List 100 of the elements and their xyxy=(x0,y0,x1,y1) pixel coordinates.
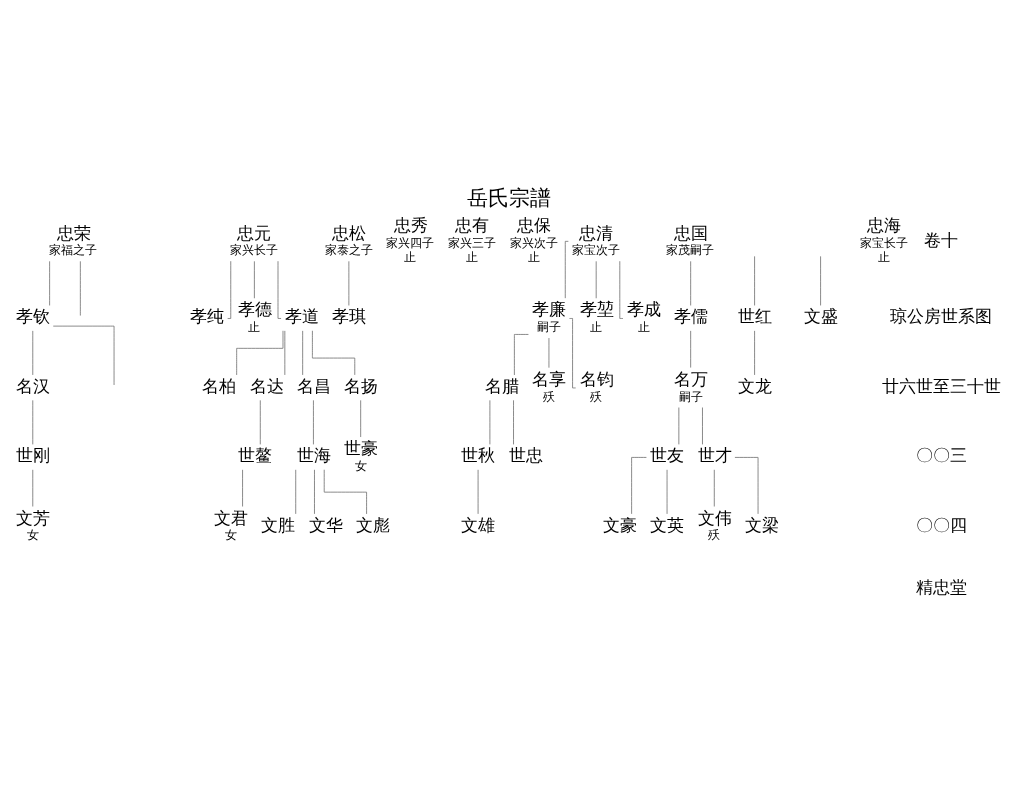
connector xyxy=(568,317,576,388)
connector xyxy=(226,260,231,319)
node-text: 世才 xyxy=(697,445,732,465)
node-label: 止 xyxy=(637,319,650,334)
connector xyxy=(323,468,367,514)
node-text: 忠清 xyxy=(578,223,613,243)
node-label: 女 xyxy=(26,527,39,542)
node-text: 名万 xyxy=(673,369,708,389)
node-text: 名扬 xyxy=(343,376,378,396)
node-text: 名昌 xyxy=(296,376,331,396)
node-text: 孝儒 xyxy=(673,306,708,326)
node-text: 孝纯 xyxy=(189,306,224,326)
connector xyxy=(564,240,569,298)
connector xyxy=(689,330,691,368)
node-label: 家茂嗣子 xyxy=(665,242,714,257)
label: 廿六世至三十世 xyxy=(881,376,1001,396)
node-text: 世海 xyxy=(296,445,331,465)
node-text: 孝钦 xyxy=(15,306,50,326)
label: 〇〇四 xyxy=(915,515,967,535)
connector xyxy=(313,468,315,514)
connector xyxy=(618,260,623,319)
label: 卷十 xyxy=(923,230,958,250)
node-text: 文君 xyxy=(213,508,248,528)
node-text: 文彪 xyxy=(355,515,390,535)
node-text: 忠海 xyxy=(866,215,901,235)
node-label: 殀 xyxy=(589,389,602,404)
connector xyxy=(301,330,303,375)
node-text: 名汉 xyxy=(15,376,50,396)
label: 精忠堂 xyxy=(915,577,967,597)
connector xyxy=(359,399,361,437)
node-label: 止 xyxy=(877,249,890,264)
node-text: 忠松 xyxy=(331,223,366,243)
connector xyxy=(52,325,114,385)
connector xyxy=(235,329,283,375)
label: 琼公房世系图 xyxy=(889,306,992,326)
connector xyxy=(312,399,314,445)
node-text: 名钧 xyxy=(579,369,614,389)
node-text: 文雄 xyxy=(460,515,495,535)
node-label: 家宝次子 xyxy=(571,242,620,257)
connector xyxy=(79,260,81,316)
node-text: 孝琪 xyxy=(331,306,366,326)
node-text: 忠国 xyxy=(673,223,708,243)
node-text: 文英 xyxy=(649,515,684,535)
node-text: 世秋 xyxy=(460,445,495,465)
connector xyxy=(31,330,33,375)
node-text: 名柏 xyxy=(201,376,236,396)
node-label: 止 xyxy=(403,249,416,264)
node-text: 文伟 xyxy=(697,508,732,528)
node-label: 女 xyxy=(224,527,237,542)
connector xyxy=(31,468,33,507)
node-text: 孝成 xyxy=(626,299,661,319)
node-text: 忠元 xyxy=(236,223,271,243)
node-label: 殀 xyxy=(542,389,555,404)
connector xyxy=(701,406,703,445)
diagram-title: 岳氏宗譜 xyxy=(466,185,551,210)
connector xyxy=(311,329,355,375)
node-label: 家福之子 xyxy=(48,242,97,257)
connector xyxy=(259,399,261,445)
node-label: 止 xyxy=(247,319,260,334)
connector xyxy=(630,456,647,514)
connector xyxy=(734,456,758,514)
node-text: 世豪 xyxy=(343,438,378,458)
node-text: 名享 xyxy=(531,369,566,389)
node-text: 世忠 xyxy=(508,445,543,465)
node-label: 嗣子 xyxy=(536,319,561,334)
node-label: 家兴四子 xyxy=(385,235,434,250)
node-text: 世刚 xyxy=(15,445,50,465)
node-text: 文豪 xyxy=(602,515,637,535)
node-label: 家宝长子 xyxy=(859,235,908,250)
node-text: 世友 xyxy=(649,445,684,465)
connector xyxy=(241,468,243,507)
node-text: 文芳 xyxy=(15,508,50,528)
connector xyxy=(284,330,285,375)
node-label: 家兴次子 xyxy=(509,235,558,250)
node-label: 嗣子 xyxy=(678,389,703,404)
node-text: 文盛 xyxy=(803,306,838,326)
connector xyxy=(513,333,529,375)
node-text: 孝堃 xyxy=(579,299,614,319)
node-label: 女 xyxy=(354,458,367,473)
label: 〇〇三 xyxy=(915,445,967,465)
node-text: 文梁 xyxy=(744,515,779,535)
node-label: 家兴三子 xyxy=(447,235,496,250)
node-text: 孝道 xyxy=(284,306,319,326)
connector xyxy=(512,399,514,445)
node-text: 世鳌 xyxy=(237,445,272,465)
node-text: 文龙 xyxy=(737,376,772,396)
node-label: 止 xyxy=(589,319,602,334)
connector xyxy=(277,260,281,319)
connector xyxy=(31,399,33,445)
connector xyxy=(253,260,255,299)
connector xyxy=(753,255,755,306)
node-text: 忠保 xyxy=(516,215,551,235)
node-text: 孝廉 xyxy=(531,299,566,319)
connector xyxy=(294,468,296,514)
node-text: 世红 xyxy=(737,306,772,326)
connector xyxy=(753,330,755,375)
node-text: 忠有 xyxy=(455,215,490,235)
node-label: 殀 xyxy=(707,527,720,542)
node-label: 止 xyxy=(527,249,540,264)
connector xyxy=(713,468,715,507)
